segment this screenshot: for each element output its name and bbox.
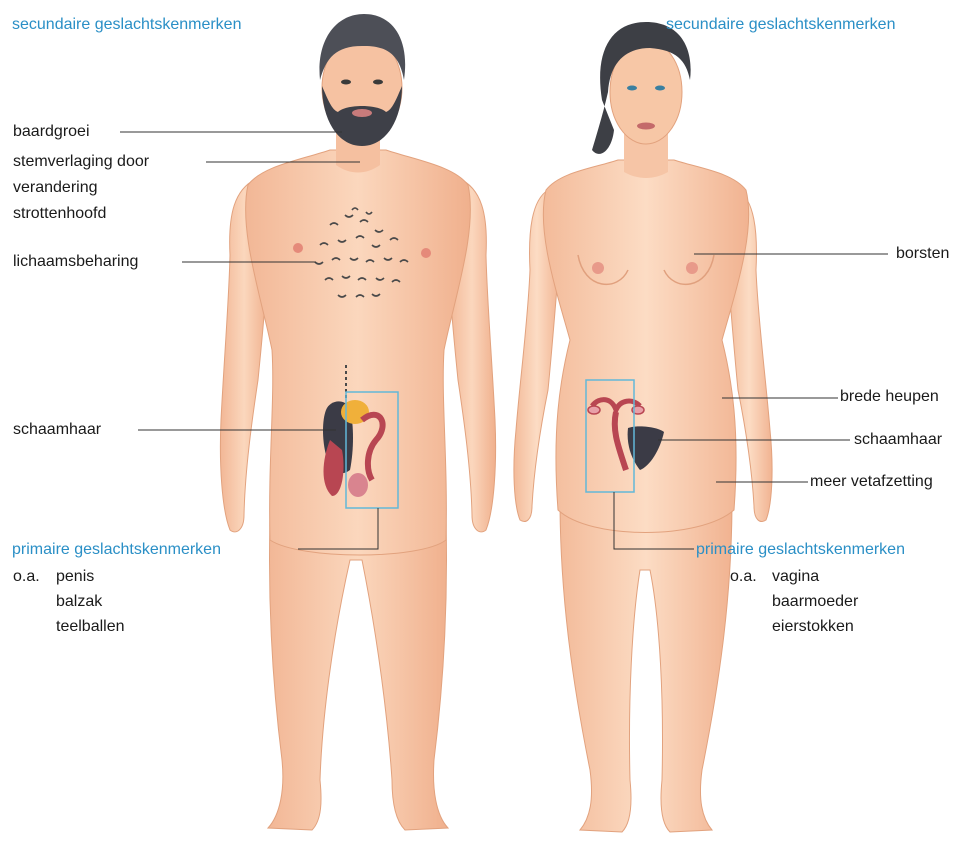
female-primary-heading: primaire geslachtskenmerken [696, 539, 905, 561]
male-legs [268, 520, 448, 830]
label-baarmoeder: baarmoeder [772, 591, 858, 613]
male-secondary-heading: secundaire geslachtskenmerken [12, 14, 241, 36]
label-eierstokken: eierstokken [772, 616, 854, 638]
label-balzak: balzak [56, 591, 102, 613]
label-female-schaamhaar: schaamhaar [854, 429, 942, 451]
label-teelballen: teelballen [56, 616, 125, 638]
female-figure [514, 22, 772, 832]
label-stemverlaging-1: stemverlaging door [13, 151, 149, 173]
female-torso [543, 160, 748, 533]
label-male-schaamhaar: schaamhaar [13, 419, 101, 441]
label-borsten: borsten [896, 243, 949, 265]
label-penis: penis [56, 566, 94, 588]
label-stemverlaging-3: strottenhoofd [13, 203, 106, 225]
male-primary-heading: primaire geslachtskenmerken [12, 539, 221, 561]
label-baardgroei: baardgroei [13, 121, 90, 143]
label-male-oa: o.a. [13, 566, 40, 588]
female-secondary-heading: secundaire geslachtskenmerken [666, 14, 895, 36]
male-figure [220, 14, 495, 830]
label-vetafzetting: meer vetafzetting [810, 471, 933, 493]
label-brede-heupen: brede heupen [840, 386, 939, 408]
label-lichaamsbeharing: lichaamsbeharing [13, 251, 138, 273]
label-female-oa: o.a. [730, 566, 757, 588]
label-vagina: vagina [772, 566, 819, 588]
label-stemverlaging-2: verandering [13, 177, 98, 199]
